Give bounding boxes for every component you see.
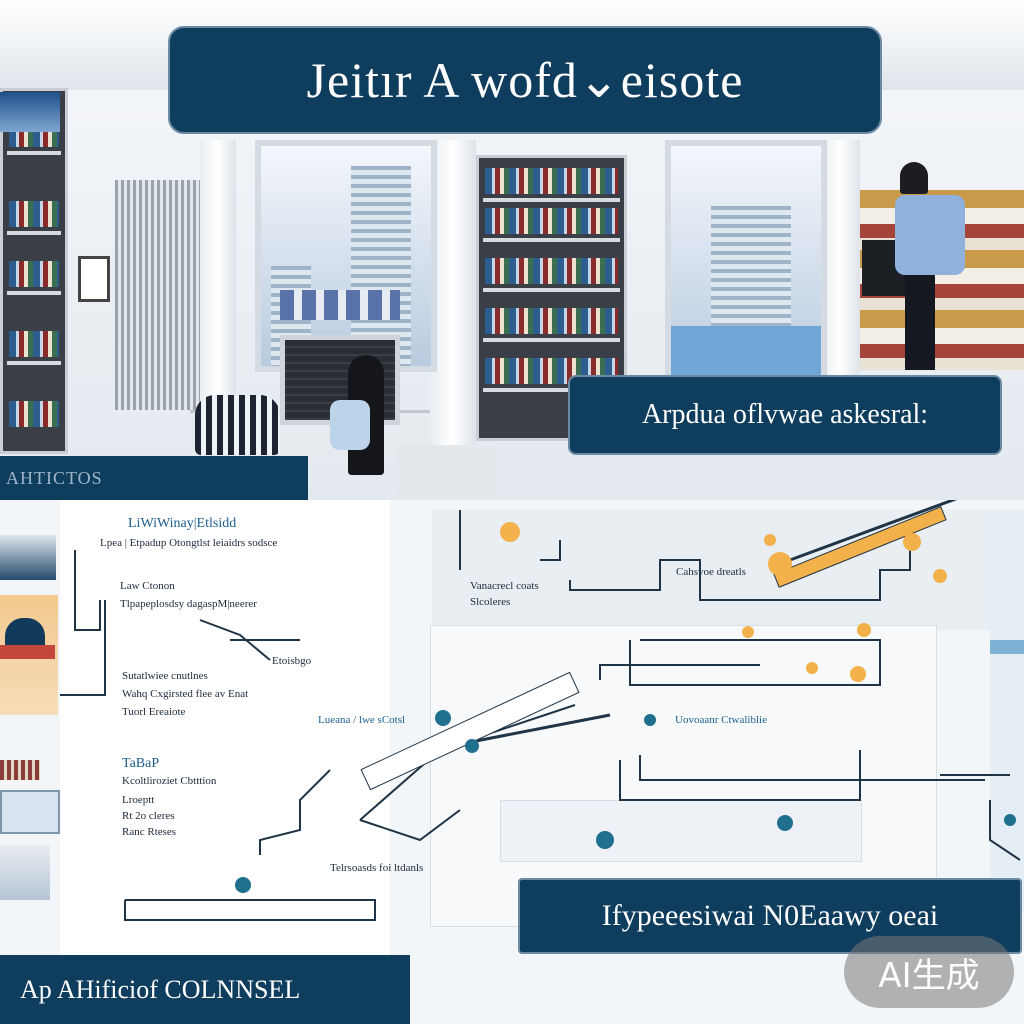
- shelving-unit: [115, 180, 200, 410]
- pillar: [430, 140, 476, 460]
- ai-generated-badge: AI生成: [844, 936, 1014, 1008]
- screen-display: [0, 92, 60, 132]
- thumbnail: [0, 845, 50, 900]
- person-head: [900, 162, 928, 194]
- block-title: Law Ctonon: [120, 580, 175, 592]
- thumbnail: [0, 535, 56, 580]
- diagram-label: Vanacrecl coats: [470, 580, 539, 592]
- title-banner: Jeitır A wofd⌄eisote: [168, 26, 882, 134]
- panel-line: Lpea | Etpadup Otongtlst leiaidrs sodsce: [100, 537, 278, 549]
- block-title: TaBaP: [122, 756, 160, 771]
- block-line: Tlpapeplosdsy dagaspM|neerer: [120, 598, 257, 610]
- right-window: [665, 140, 827, 382]
- section-tag-text: AHTICTOS: [6, 467, 103, 488]
- display-items: [280, 290, 400, 320]
- person-legs: [905, 275, 935, 370]
- circuit-lines: [60, 500, 1021, 921]
- block-line: Sutatlwiee cnutlnes: [122, 670, 208, 682]
- block-line: Wahq Cxgirsted flee av Enat: [122, 688, 249, 700]
- person-body: [895, 195, 965, 275]
- thumbnail: [0, 760, 40, 780]
- striped-chair: [195, 395, 280, 455]
- city-window: [255, 140, 437, 372]
- bottom-left-text: Ap AHificiof COLNNSEL: [20, 974, 301, 1004]
- edge-marker: [990, 640, 1024, 654]
- block-line: Ranc Rteses: [122, 826, 177, 838]
- info-panel: [60, 500, 390, 955]
- diagram-label: Cahsvoe dreatls: [676, 566, 746, 578]
- diagram-label: Uovoaanr Ctwaliblie: [675, 714, 767, 726]
- ai-badge-text: AI生成: [878, 955, 980, 996]
- left-bookshelf: [0, 88, 68, 454]
- block-line: Rt 2o cleres: [122, 810, 175, 822]
- block-line: Lroeptt: [122, 794, 155, 806]
- diagram-area: LiWiWinay|Etlsidd Lpea | Etpadup Otongtl…: [0, 500, 1024, 1024]
- panel-heading: LiWiWinay|Etlsidd: [128, 516, 237, 531]
- block-line: Kcoltliroziet Cbtttion: [122, 775, 217, 787]
- diagram-label: Lueana / lwe sCotsl: [318, 714, 406, 726]
- subtitle-banner: Arpdua oflvwae askesral:: [568, 375, 1002, 455]
- thumbnail-figure: [5, 618, 45, 648]
- title-text: Jeitır A wofd⌄eisote: [306, 52, 744, 108]
- wall-frame: [78, 256, 110, 302]
- bottom-left-banner: Ap AHificiof COLNNSEL: [0, 955, 410, 1024]
- section-tag: AHTICTOS: [0, 456, 308, 500]
- diagram-label: Slcoleres: [470, 596, 511, 608]
- thumbnail: [0, 790, 60, 834]
- bottom-right-text: Ifypeeesiwai N0Eaawy oeai: [601, 899, 939, 932]
- block-tag: Etoisbgo: [272, 655, 312, 667]
- thumbnail-strip: [0, 645, 55, 659]
- center-bookshelf: [476, 155, 627, 441]
- subtitle-text: Arpdua oflvwae askesral:: [641, 399, 929, 430]
- seated-person-body: [330, 400, 370, 450]
- diagram-label: Telrsoasds foi ltdanls: [330, 862, 424, 874]
- block-line: Tuorl Ereaiote: [122, 706, 186, 718]
- floor-block: [398, 445, 498, 500]
